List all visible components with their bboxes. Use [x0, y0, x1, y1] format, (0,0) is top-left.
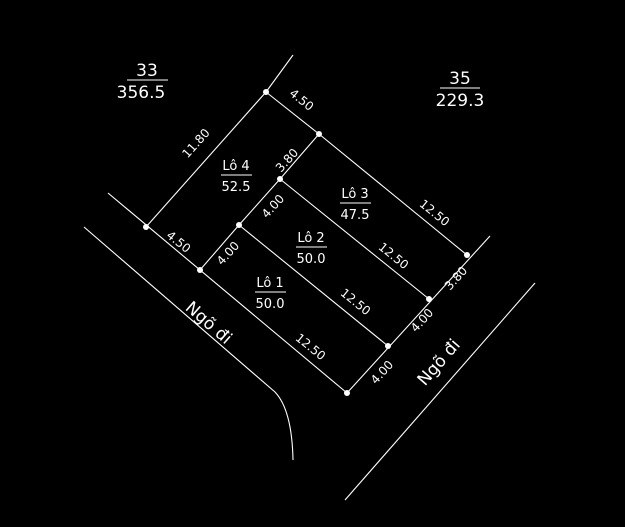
lot-4-area: 52.5: [222, 180, 251, 195]
dim-right-bottom: 4.00: [368, 358, 396, 387]
road-right-outer-edge: [344, 282, 536, 501]
corner-point: [143, 224, 149, 230]
dim-top-left: 11.80: [179, 126, 212, 161]
divider-lot2-lot1-long: [238, 224, 389, 347]
boundary-north: [265, 91, 320, 135]
dim-top: 4.50: [287, 86, 317, 114]
dim-lot1-top: 4.00: [214, 239, 242, 268]
corner-point: [277, 176, 283, 182]
corner-point: [197, 267, 203, 273]
corner-point: [263, 89, 269, 95]
dim-lot1-length-upper: 12.50: [338, 286, 374, 319]
corner-point: [344, 390, 350, 396]
dim-lot2-length: 12.50: [376, 240, 412, 273]
corner-point: [464, 252, 470, 258]
lot-1-area: 50.0: [256, 297, 285, 312]
lot-1-name: Lô 1: [256, 276, 283, 291]
lot-4-name: Lô 4: [222, 159, 249, 174]
corner-point: [316, 131, 322, 137]
lot-3-label: Lô 3 47.5: [340, 187, 371, 223]
road-left-lower-edge: [83, 226, 294, 461]
road-left-upper-edge: [107, 192, 348, 394]
dim-right-top: 3.80: [442, 264, 470, 293]
parcel-35: 35 229.3: [436, 69, 485, 111]
road-right-inner-edge: [346, 235, 491, 394]
divider-lot2-lot1: [199, 224, 240, 271]
boundary-northwest: [145, 91, 267, 228]
lot-3-area: 47.5: [341, 208, 370, 223]
boundary-northeast: [318, 133, 468, 256]
road-label-right: Ngõ đi: [414, 335, 465, 390]
dim-lot2-top: 4.00: [259, 192, 287, 221]
corner-point: [385, 343, 391, 349]
corner-points: [143, 89, 470, 396]
dim-lot3-length: 12.50: [417, 197, 453, 230]
dim-lot4-right: 3.80: [273, 146, 301, 175]
lot-2-area: 50.0: [297, 252, 326, 267]
boundary-northwest-extension: [265, 54, 294, 93]
dim-lot1-length: 12.50: [293, 331, 329, 364]
lot-2-label: Lô 2 50.0: [296, 231, 327, 267]
lot-1-label: Lô 1 50.0: [255, 276, 286, 312]
parcel-33-number: 33: [136, 61, 158, 81]
lot-2-name: Lô 2: [297, 231, 324, 246]
road-label-left: Ngõ đi: [181, 298, 236, 349]
corner-point: [236, 222, 242, 228]
dim-right-mid: 4.00: [408, 306, 436, 335]
divider-lot3-lot2: [279, 178, 430, 300]
parcel-35-area: 229.3: [436, 91, 485, 111]
lot-3-name: Lô 3: [341, 187, 368, 202]
parcel-35-number: 35: [449, 69, 471, 89]
parcel-33: 33 356.5: [117, 61, 168, 103]
lot-divisions: [199, 133, 430, 347]
corner-point: [426, 296, 432, 302]
plot-boundary: [145, 54, 468, 256]
divider-lot4-lot3: [279, 133, 320, 180]
divider-lot4-lot2: [238, 178, 281, 226]
lot-4-label: Lô 4 52.5: [221, 159, 252, 195]
parcel-33-area: 356.5: [117, 83, 166, 103]
